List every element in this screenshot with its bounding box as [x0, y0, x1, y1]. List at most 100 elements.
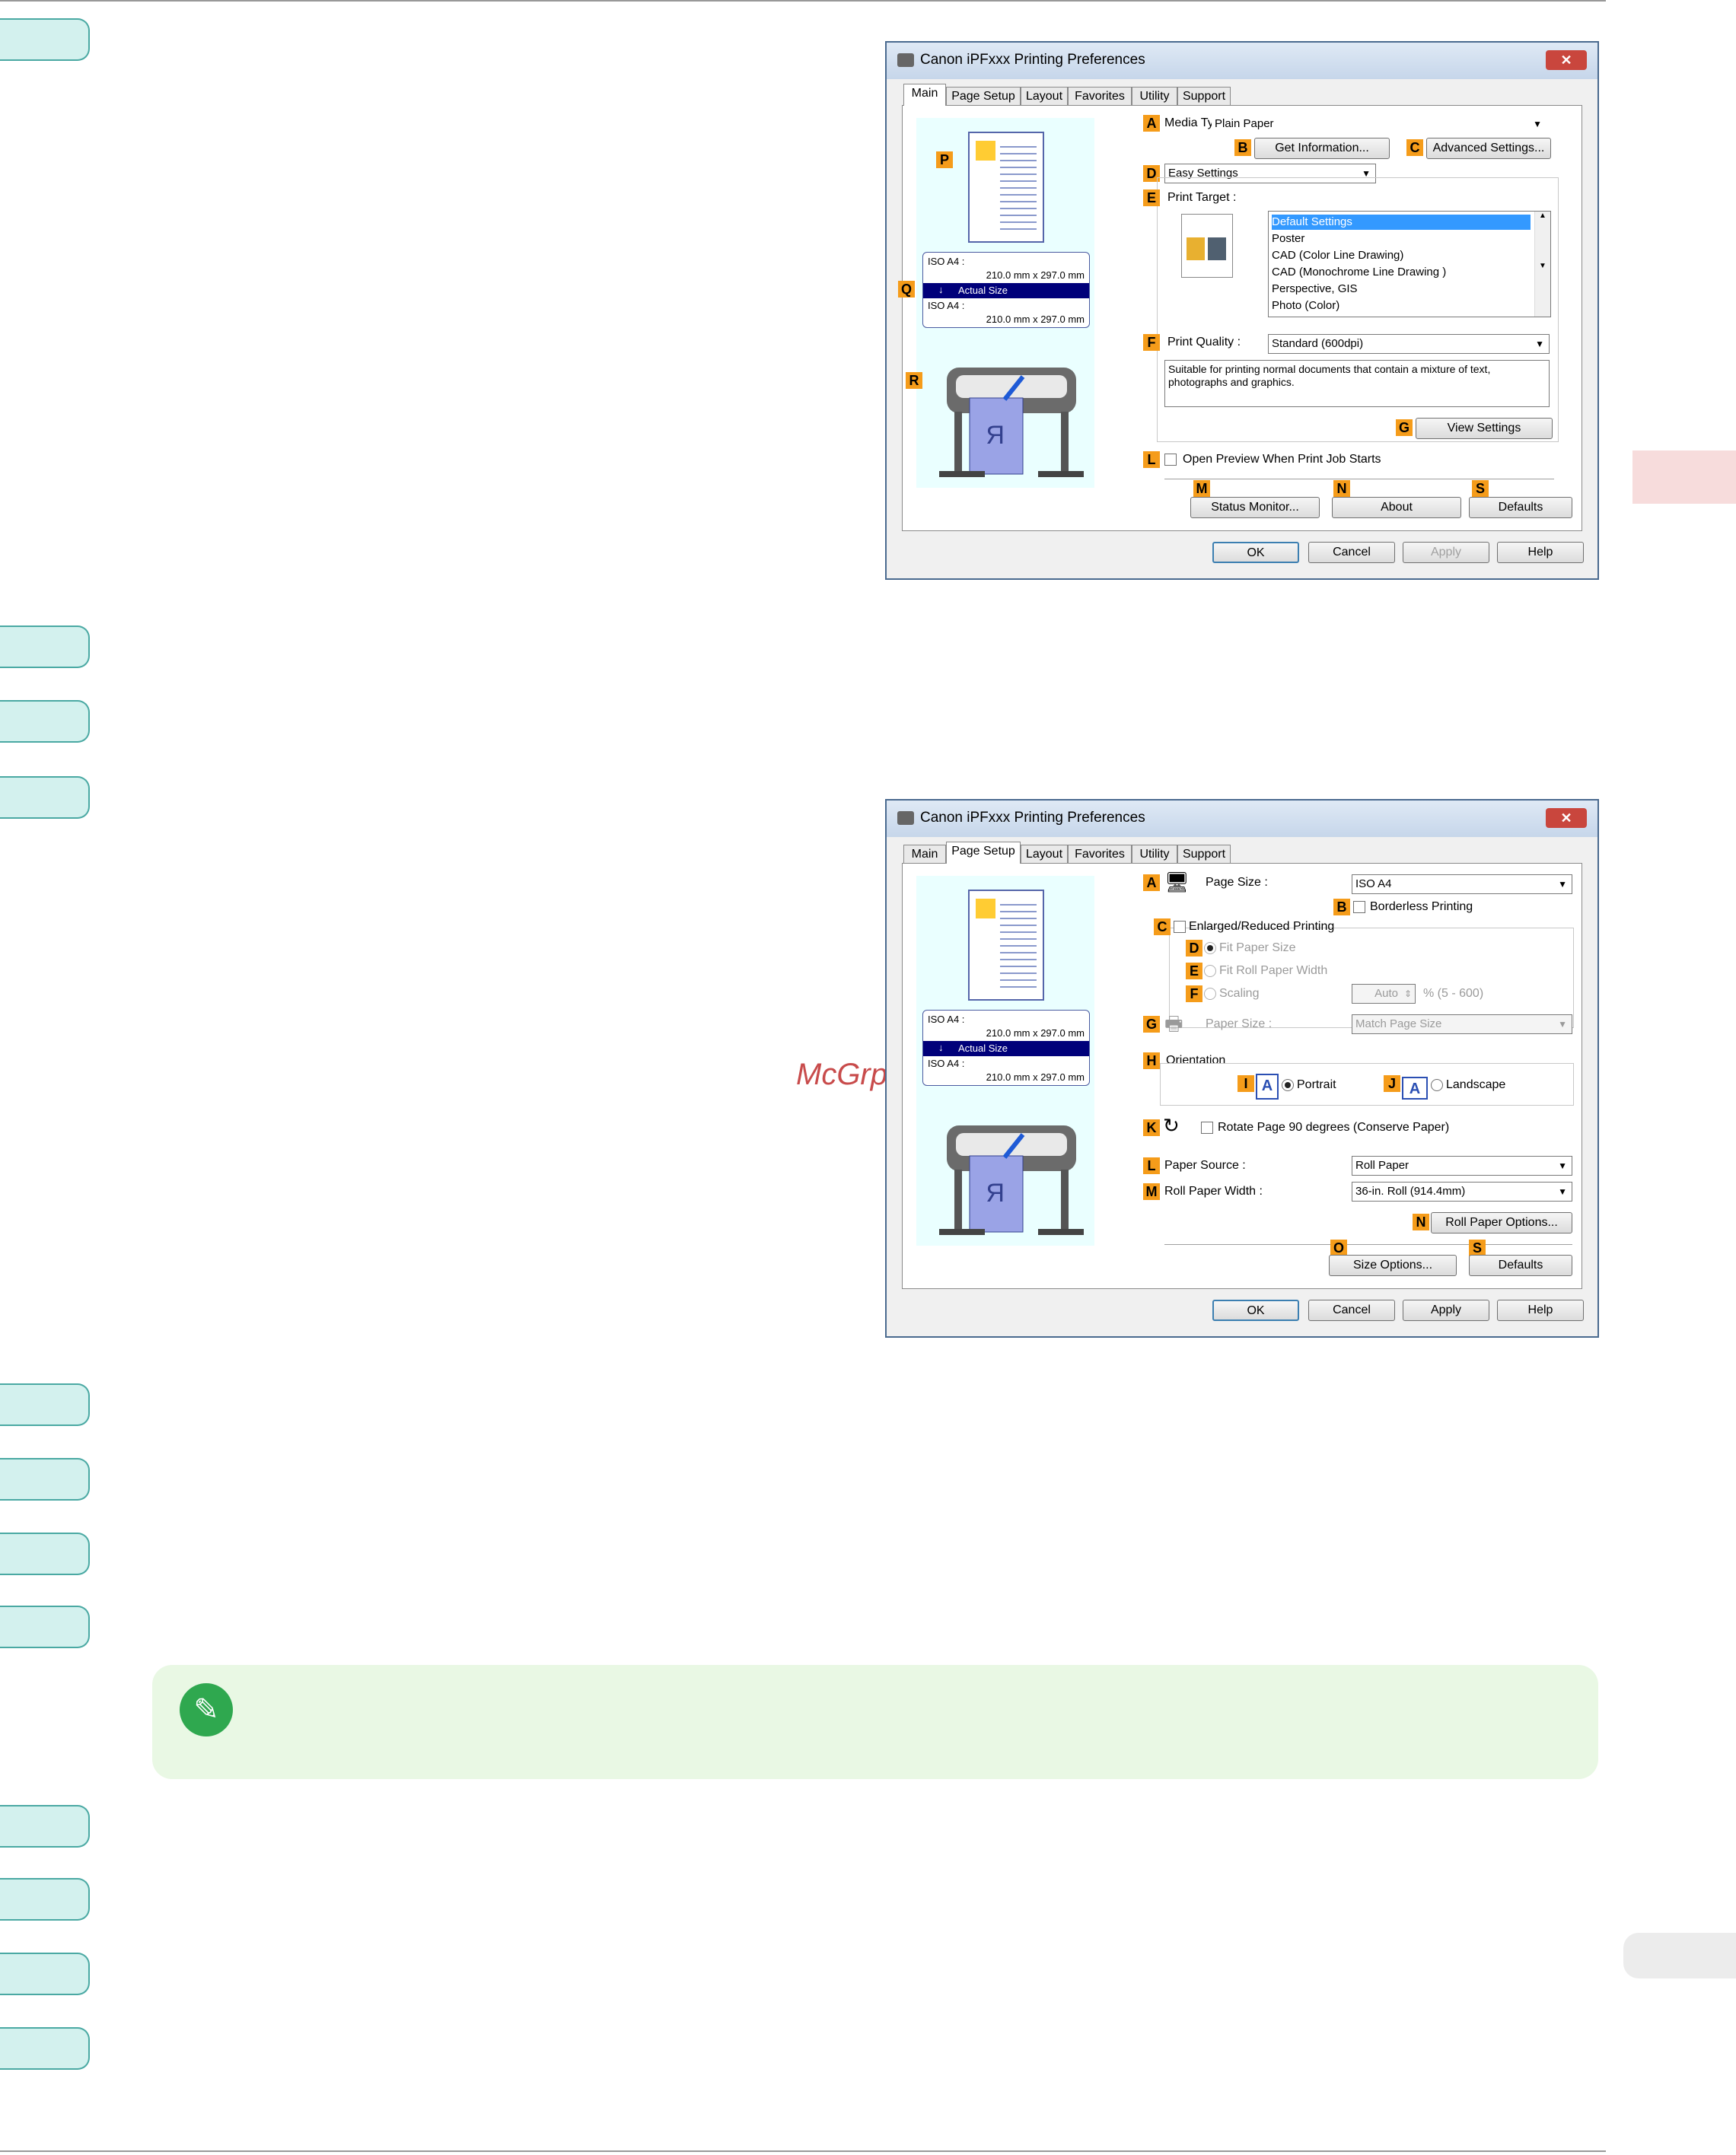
label-n: N — [1333, 480, 1350, 497]
size-info-box: ISO A4 : 210.0 mm x 297.0 mm ↓ Actual Si… — [922, 1010, 1090, 1086]
page-setup-tab-panel: ISO A4 : 210.0 mm x 297.0 mm ↓ Actual Si… — [902, 863, 1582, 1289]
page-preview — [968, 132, 1044, 243]
portrait-radio[interactable] — [1282, 1079, 1294, 1091]
step-marker — [0, 1953, 90, 1995]
roll-paper-options-button[interactable]: Roll Paper Options... — [1431, 1212, 1572, 1233]
open-preview-checkbox[interactable] — [1164, 454, 1177, 466]
rotate-checkbox[interactable] — [1201, 1122, 1213, 1134]
size-bottom-dims: 210.0 mm x 297.0 mm — [986, 314, 1085, 325]
rotate-label: Rotate Page 90 degrees (Conserve Paper) — [1218, 1121, 1450, 1134]
label-n: N — [1413, 1214, 1429, 1230]
advanced-settings-button[interactable]: Advanced Settings... — [1426, 138, 1551, 159]
label-c: C — [1154, 918, 1171, 935]
list-item[interactable]: CAD (Monochrome Line Drawing ) — [1272, 266, 1447, 279]
list-item[interactable]: CAD (Color Line Drawing) — [1272, 249, 1404, 262]
step-marker — [0, 1878, 90, 1921]
ok-button[interactable]: OK — [1212, 1300, 1299, 1321]
label-f: F — [1143, 334, 1160, 351]
help-button[interactable]: Help — [1497, 1300, 1584, 1321]
label-p: P — [936, 151, 953, 168]
media-type-select[interactable]: Plain Paper▼ — [1212, 115, 1546, 135]
label-l: L — [1143, 451, 1160, 468]
list-item[interactable]: Photo (Color) — [1272, 299, 1340, 312]
roll-width-select[interactable]: 36-in. Roll (914.4mm)▼ — [1352, 1182, 1572, 1202]
easy-settings-group — [1157, 177, 1559, 442]
tab-layout[interactable]: Layout — [1021, 845, 1068, 863]
note-box: ✎ — [152, 1665, 1598, 1779]
size-options-button[interactable]: Size Options... — [1329, 1255, 1457, 1276]
chevron-down-icon: ▼ — [1558, 1160, 1567, 1171]
roll-width-label: Roll Paper Width : — [1164, 1185, 1263, 1198]
fit-paper-size-radio[interactable] — [1204, 942, 1216, 954]
tab-support[interactable]: Support — [1177, 87, 1231, 105]
page-size-select[interactable]: ISO A4▼ — [1352, 874, 1572, 894]
label-o: O — [1330, 1240, 1347, 1256]
down-arrow-icon: ↓ — [938, 1042, 944, 1053]
tab-favorites[interactable]: Favorites — [1068, 87, 1132, 105]
cancel-button[interactable]: Cancel — [1308, 1300, 1395, 1321]
title-bar: Canon iPFxxx Printing Preferences ✕ — [887, 801, 1597, 837]
tab-page-setup[interactable]: Page Setup — [946, 842, 1021, 864]
fit-roll-width-radio[interactable] — [1204, 965, 1216, 977]
list-item[interactable]: Poster — [1272, 232, 1305, 245]
tab-support[interactable]: Support — [1177, 845, 1231, 863]
about-button[interactable]: About — [1332, 497, 1461, 518]
tab-layout[interactable]: Layout — [1021, 87, 1068, 105]
tab-page-setup[interactable]: Page Setup — [946, 87, 1021, 105]
defaults-button[interactable]: Defaults — [1469, 497, 1572, 518]
label-h: H — [1143, 1052, 1160, 1069]
scaling-radio[interactable] — [1204, 988, 1216, 1000]
chevron-down-icon: ▼ — [1558, 879, 1567, 890]
label-l: L — [1143, 1157, 1160, 1174]
step-marker — [0, 776, 90, 819]
label-a: A — [1143, 874, 1160, 891]
label-m: M — [1193, 480, 1210, 497]
enlarged-checkbox[interactable] — [1174, 921, 1186, 933]
print-quality-select[interactable]: Standard (600dpi)▼ — [1268, 334, 1550, 354]
landscape-radio[interactable] — [1431, 1079, 1443, 1091]
cancel-button[interactable]: Cancel — [1308, 542, 1395, 563]
pencil-icon: ✎ — [180, 1683, 233, 1736]
ok-button[interactable]: OK — [1212, 542, 1299, 563]
tab-favorites[interactable]: Favorites — [1068, 845, 1132, 863]
settings-mode-select[interactable]: Easy Settings▼ — [1164, 164, 1376, 183]
help-button[interactable]: Help — [1497, 542, 1584, 563]
apply-button[interactable]: Apply — [1403, 1300, 1489, 1321]
label-j: J — [1384, 1075, 1400, 1092]
label-s: S — [1472, 480, 1489, 497]
main-tab-panel: P ISO A4 : 210.0 mm x 297.0 mm ↓ Actual … — [898, 105, 1582, 531]
paper-size-icon: 🖶 — [1164, 1012, 1183, 1035]
dialog-title: Canon iPFxxx Printing Preferences — [920, 52, 1145, 68]
print-target-list[interactable]: Default Settings Poster CAD (Color Line … — [1268, 211, 1551, 317]
tab-main[interactable]: Main — [903, 84, 946, 106]
list-item[interactable]: Default Settings — [1272, 215, 1531, 230]
tab-utility[interactable]: Utility — [1132, 845, 1177, 863]
view-settings-button[interactable]: View Settings — [1416, 418, 1553, 439]
size-top-dims: 210.0 mm x 297.0 mm — [986, 269, 1085, 281]
tab-main[interactable]: Main — [903, 845, 946, 863]
borderless-checkbox[interactable] — [1353, 901, 1365, 913]
scaling-stepper[interactable]: Auto⇕ — [1352, 984, 1416, 1004]
fit-roll-width-label: Fit Roll Paper Width — [1219, 964, 1328, 977]
defaults-button[interactable]: Defaults — [1469, 1255, 1572, 1276]
close-button[interactable]: ✕ — [1546, 50, 1587, 70]
label-a: A — [1143, 115, 1160, 132]
status-monitor-button[interactable]: Status Monitor... — [1190, 497, 1320, 518]
list-item[interactable]: Perspective, GIS — [1272, 282, 1358, 295]
size-top-dims: 210.0 mm x 297.0 mm — [986, 1027, 1085, 1039]
size-top: ISO A4 : — [928, 256, 965, 267]
close-button[interactable]: ✕ — [1546, 808, 1587, 828]
chevron-down-icon: ▼ — [1362, 168, 1371, 179]
size-bottom: ISO A4 : — [928, 1058, 965, 1069]
paper-source-label: Paper Source : — [1164, 1159, 1246, 1172]
get-information-button[interactable]: Get Information... — [1254, 138, 1390, 159]
scaling-label: Scaling — [1219, 987, 1260, 1000]
scrollbar[interactable]: ▲▼ — [1534, 212, 1550, 317]
apply-button[interactable]: Apply — [1403, 542, 1489, 563]
tab-utility[interactable]: Utility — [1132, 87, 1177, 105]
fit-paper-size-label: Fit Paper Size — [1219, 941, 1296, 954]
paper-size-select[interactable]: Match Page Size▼ — [1352, 1014, 1572, 1034]
size-mode: ↓ Actual Size — [923, 283, 1089, 298]
paper-source-select[interactable]: Roll Paper▼ — [1352, 1156, 1572, 1176]
label-b: B — [1234, 139, 1251, 156]
